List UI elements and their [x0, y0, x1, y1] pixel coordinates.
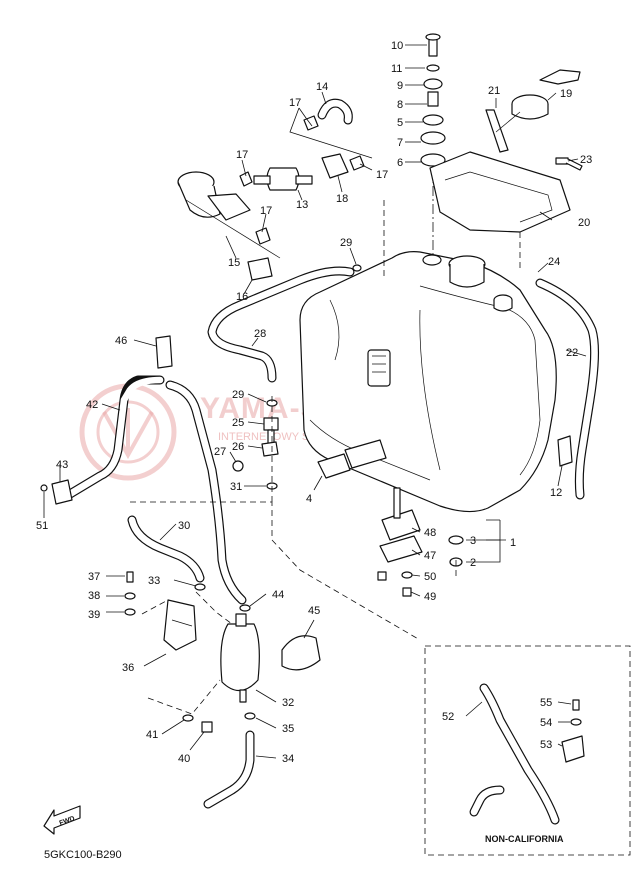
- callout-43: 43: [56, 459, 68, 471]
- callout-16: 16: [236, 291, 248, 303]
- callout-6: 6: [397, 157, 403, 169]
- callout-33: 33: [148, 575, 160, 587]
- callout-54: 54: [540, 717, 552, 729]
- callout-17: 17: [289, 97, 301, 109]
- callout-2: 2: [470, 557, 476, 569]
- fwd-arrow-icon: FWD: [43, 805, 81, 835]
- callout-27: 27: [214, 446, 226, 458]
- non-california-label: NON-CALIFORNIA: [485, 834, 564, 844]
- callout-22: 22: [566, 347, 578, 359]
- callouts: 10 11 9 8 5 7 6 14 17 17 17 13 18 17 15 …: [36, 40, 592, 765]
- callout-11: 11: [391, 63, 402, 75]
- callout-28: 28: [254, 328, 266, 340]
- callout-17: 17: [236, 149, 248, 161]
- callout-13: 13: [296, 199, 308, 211]
- callout-49: 49: [424, 591, 436, 603]
- callout-9: 9: [397, 80, 403, 92]
- callout-1: 1: [510, 537, 516, 549]
- callout-15: 15: [228, 257, 240, 269]
- callout-45: 45: [308, 605, 320, 617]
- hoses: [65, 98, 600, 825]
- callout-32: 32: [282, 697, 294, 709]
- callout-52: 52: [442, 711, 454, 723]
- callout-30: 30: [178, 520, 190, 532]
- callout-46: 46: [115, 335, 127, 347]
- callout-39: 39: [88, 609, 100, 621]
- callout-38: 38: [88, 590, 100, 602]
- callout-17: 17: [376, 169, 388, 181]
- callout-23: 23: [580, 154, 592, 166]
- callout-10: 10: [391, 40, 403, 52]
- callout-44: 44: [272, 589, 284, 601]
- callout-29: 29: [232, 389, 244, 401]
- diagram-code: 5GKC100-B290: [44, 849, 122, 861]
- callout-21: 21: [488, 85, 500, 97]
- callout-42: 42: [86, 399, 98, 411]
- callout-48: 48: [424, 527, 436, 539]
- callout-47: 47: [424, 550, 436, 562]
- callout-20: 20: [578, 217, 590, 229]
- callout-41: 41: [146, 729, 158, 741]
- leader-lines: [43, 44, 587, 759]
- callout-51: 51: [36, 520, 48, 532]
- non-california-box: NON-CALIFORNIA: [424, 645, 631, 856]
- callout-37: 37: [88, 571, 100, 583]
- callout-8: 8: [397, 99, 403, 111]
- assembly-lines: [130, 200, 521, 715]
- callout-14: 14: [316, 81, 328, 93]
- callout-24: 24: [548, 256, 560, 268]
- callout-5: 5: [397, 117, 403, 129]
- callout-50: 50: [424, 571, 436, 583]
- callout-25: 25: [232, 417, 244, 429]
- callout-36: 36: [122, 662, 134, 674]
- callout-18: 18: [336, 193, 348, 205]
- callout-26: 26: [232, 441, 244, 453]
- callout-31: 31: [230, 481, 242, 493]
- callout-55: 55: [540, 697, 552, 709]
- small-parts: [40, 33, 585, 763]
- callout-35: 35: [282, 723, 294, 735]
- callout-4: 4: [306, 493, 312, 505]
- fuel-tank: [299, 251, 557, 513]
- callout-53: 53: [540, 739, 552, 751]
- callout-17: 17: [260, 205, 272, 217]
- callout-40: 40: [178, 753, 190, 765]
- callout-34: 34: [282, 753, 294, 765]
- callout-7: 7: [397, 137, 403, 149]
- callout-29: 29: [340, 237, 352, 249]
- callout-12: 12: [550, 487, 562, 499]
- callout-19: 19: [560, 88, 572, 100]
- callout-3: 3: [470, 535, 476, 547]
